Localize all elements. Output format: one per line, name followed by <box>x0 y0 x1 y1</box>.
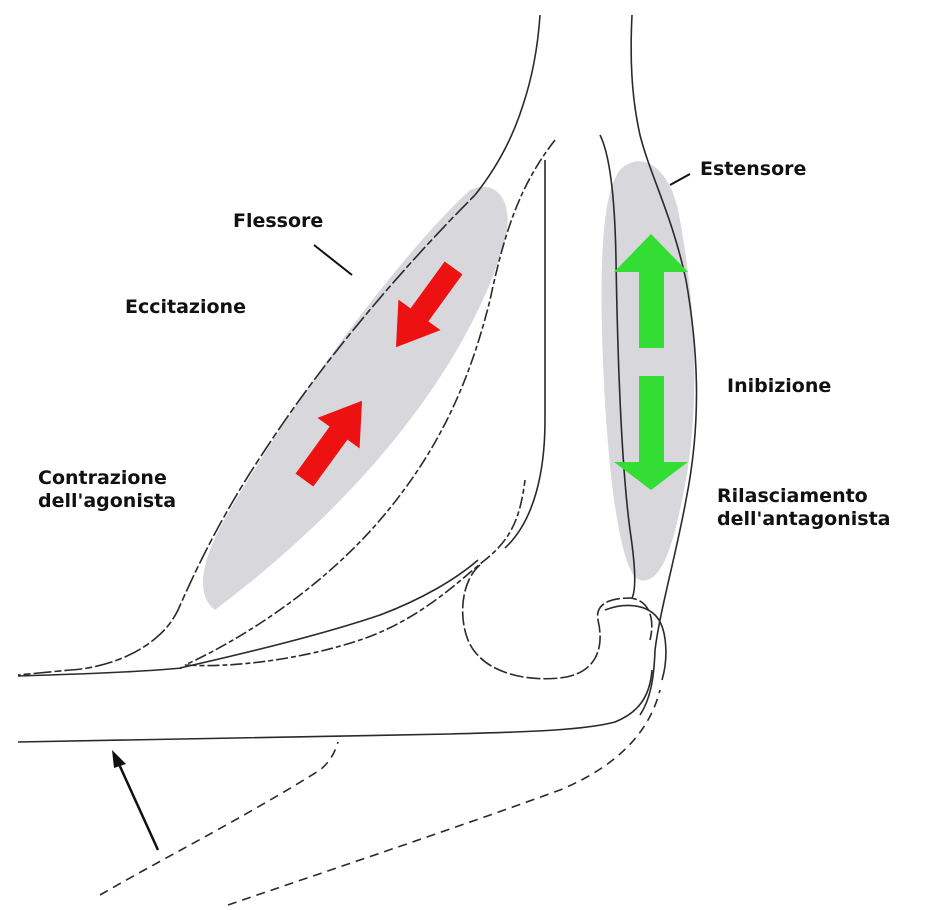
excitation-label: Eccitazione <box>125 296 246 319</box>
movement-arrow <box>112 750 158 850</box>
flexor-label: Flessore <box>233 210 323 233</box>
extensor-label: Estensore <box>700 158 806 181</box>
inhibition-label: Inibizione <box>727 375 831 398</box>
forearm-previous-position <box>100 690 660 905</box>
agonist-contraction-label: Contrazione dell'agonista <box>38 467 176 513</box>
antagonist-relaxation-label: Rilasciamento dell'antagonista <box>717 485 891 531</box>
forearm-outline <box>18 668 652 742</box>
flexor-muscle <box>203 187 508 610</box>
